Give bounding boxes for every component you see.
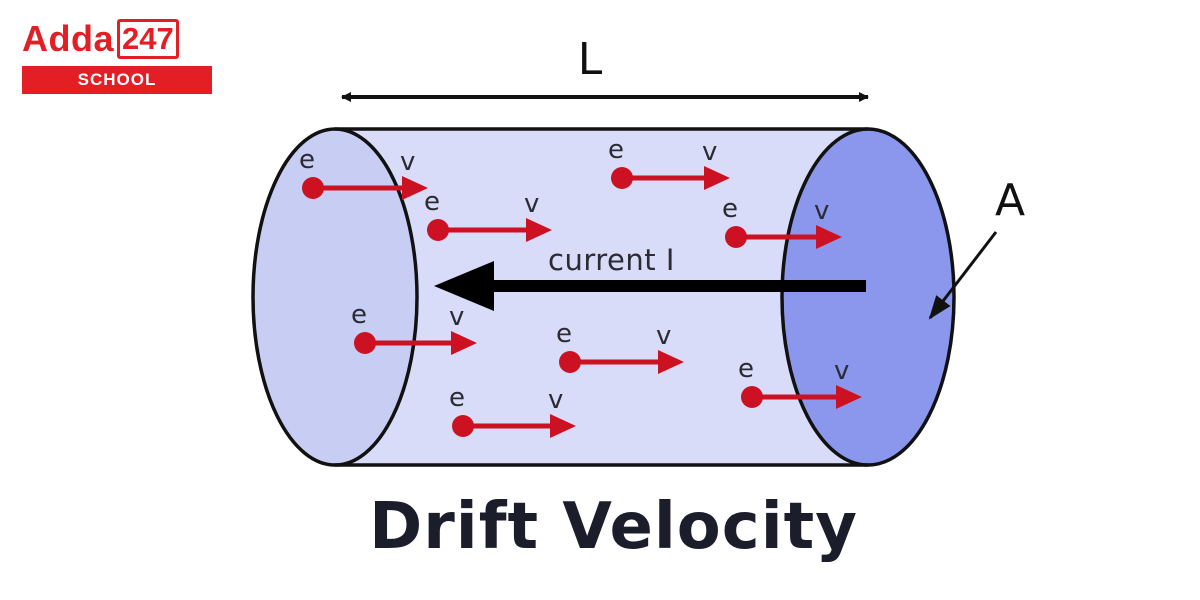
electron-dot — [559, 351, 581, 373]
cylinder-right-face — [780, 127, 956, 467]
drift-arrow-head — [451, 331, 477, 355]
electron-dot — [611, 167, 633, 189]
velocity-label: v — [449, 302, 464, 332]
electron-label: e — [722, 194, 738, 224]
velocity-label: v — [524, 189, 539, 219]
velocity-label: v — [656, 321, 671, 351]
drift-arrow-head — [526, 218, 552, 242]
velocity-label: v — [834, 356, 849, 386]
electron-dot — [452, 415, 474, 437]
electron-label: e — [608, 135, 624, 165]
electron-dot — [725, 226, 747, 248]
drift-arrow-head — [658, 350, 684, 374]
electron-label: e — [738, 354, 754, 384]
logo-word: Adda — [22, 18, 114, 59]
drift-arrow-head — [402, 176, 428, 200]
area-label: A — [995, 175, 1025, 226]
electron-dot — [741, 386, 763, 408]
drift-arrow-head — [836, 385, 862, 409]
logo-number-box: 247 — [117, 19, 179, 59]
electron-label: e — [299, 145, 315, 175]
velocity-label: v — [400, 147, 415, 177]
cylinder-body — [335, 130, 865, 465]
velocity-label: v — [814, 196, 829, 226]
electron-label: e — [556, 319, 572, 349]
page-title: Drift Velocity — [369, 490, 858, 564]
current-arrow-head — [434, 261, 494, 311]
drift-arrow-head — [704, 166, 730, 190]
area-pointer-arrow — [928, 231, 998, 320]
logo-tagline-bar: SCHOOL — [22, 66, 212, 94]
drift-arrow-head — [550, 414, 576, 438]
current-label: current I — [548, 243, 675, 277]
electron-label: e — [449, 383, 465, 413]
electron-dot — [354, 332, 376, 354]
electron-dot — [302, 177, 324, 199]
adda247-school-logo: Adda 247 SCHOOL — [22, 16, 212, 96]
logo-brand: Adda 247 — [22, 16, 212, 62]
cylinder-left-face — [251, 127, 419, 467]
electron-label: e — [351, 300, 367, 330]
drift-arrow-head — [816, 225, 842, 249]
electron-label: e — [424, 187, 440, 217]
velocity-label: v — [702, 137, 717, 167]
velocity-label: v — [548, 385, 563, 415]
length-label: L — [578, 34, 603, 85]
electron-dot — [427, 219, 449, 241]
